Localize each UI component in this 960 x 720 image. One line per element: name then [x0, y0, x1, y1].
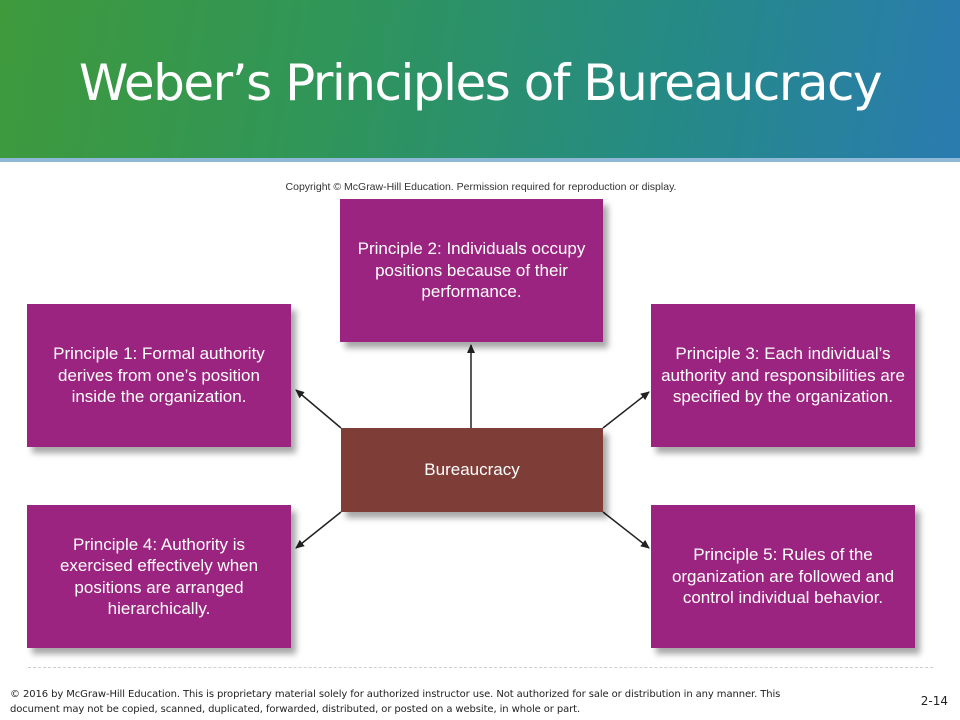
arrow-to-principle-1: [295, 389, 342, 429]
principle-5-box: Principle 5: Rules of the organization a…: [651, 505, 915, 648]
footer-divider: [28, 667, 933, 668]
principle-1-box: Principle 1: Formal authority derives fr…: [27, 304, 291, 447]
footer-legal-text: © 2016 by McGraw-Hill Education. This is…: [10, 689, 781, 715]
principle-2-box: Principle 2: Individuals occupy position…: [340, 199, 603, 342]
bureaucracy-center-box: Bureaucracy: [341, 428, 603, 512]
title-banner-underline: [0, 158, 960, 162]
slide-title: Weber’s Principles of Bureaucracy: [78, 54, 883, 112]
principle-4-box: Principle 4: Authority is exercised effe…: [27, 505, 291, 648]
arrow-to-principle-5: [602, 511, 650, 549]
principle-3-box: Principle 3: Each individual’s authority…: [651, 304, 915, 447]
arrow-to-principle-3: [602, 391, 650, 429]
arrow-to-principle-4: [295, 511, 342, 549]
title-banner: [0, 0, 960, 158]
page-number: 2-14: [920, 694, 948, 708]
copyright-notice: Copyright © McGraw-Hill Education. Permi…: [285, 181, 677, 193]
